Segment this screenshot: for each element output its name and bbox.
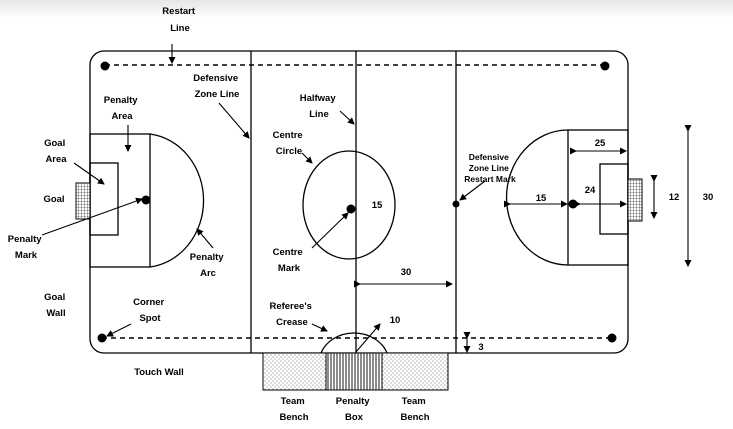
team-bench-left-label: Team Bench xyxy=(279,396,308,423)
penalty-mark-right xyxy=(568,199,578,209)
centre-circle-label: Centre Circle xyxy=(273,130,306,157)
penalty-mark-label: Penalty Mark xyxy=(8,234,44,261)
team-bench-right xyxy=(381,352,449,391)
team-bench-right-label: Team Bench xyxy=(400,396,429,423)
arrow xyxy=(311,212,349,249)
centre-radius-label: 15 xyxy=(372,200,383,211)
goal-area-right xyxy=(599,163,629,235)
crease-radius-label: 10 xyxy=(390,315,401,326)
goal-area-label: Goal Area xyxy=(44,138,68,165)
corner-spot xyxy=(100,61,110,71)
restart-mark-label: Defensive Zone Line Restart Mark xyxy=(464,152,516,184)
centre-circle xyxy=(302,150,396,260)
penalty-mark-left xyxy=(141,195,151,205)
centre-mark xyxy=(346,204,356,214)
penalty-box xyxy=(325,352,383,391)
corner-spot xyxy=(600,61,610,71)
penalty-arc-right xyxy=(505,129,569,266)
penalty-area-right xyxy=(567,129,629,266)
referees-crease-label: Referee's Crease xyxy=(269,301,314,328)
restart-line-label: Restart Line xyxy=(162,6,197,34)
arrow xyxy=(311,323,328,332)
penalty-arc-radius-label: 15 xyxy=(536,193,547,204)
penalty-area-width-label: 25 xyxy=(595,138,606,149)
team-bench-left xyxy=(262,352,327,391)
zone-distance-label: 30 xyxy=(401,267,412,278)
penalty-area-depth-label: 30 xyxy=(703,192,714,203)
restart-offset-label: 3 xyxy=(478,342,483,353)
goal-right xyxy=(627,178,643,222)
corner-spot xyxy=(607,333,617,343)
corner-spot xyxy=(97,333,107,343)
corner-spot-label: Corner Spot xyxy=(133,297,167,324)
goal-left xyxy=(75,182,91,220)
penalty-arc-left xyxy=(149,133,205,268)
arrow xyxy=(459,180,486,201)
field-boundary xyxy=(89,50,629,354)
arrow xyxy=(355,323,381,353)
halfway-line-label: Halfway Line xyxy=(300,93,339,120)
goal-area-label-dim: 24 xyxy=(585,185,596,196)
arrow xyxy=(41,197,143,236)
goal-area-left xyxy=(89,162,119,236)
arrow xyxy=(339,110,355,125)
goal-label: Goal xyxy=(43,194,64,205)
touch-wall-label: Touch Wall xyxy=(134,367,184,378)
penalty-arc-label: Penalty Arc xyxy=(190,252,226,279)
goal-width-label: 12 xyxy=(669,192,680,203)
penalty-area-label: Penalty Area xyxy=(104,95,140,122)
penalty-box-label: Penalty Box xyxy=(336,396,372,423)
arrow xyxy=(218,102,250,139)
arrow xyxy=(106,323,132,337)
arrow xyxy=(73,162,105,185)
centre-mark-label: Centre Mark xyxy=(273,247,306,274)
window-top-bar xyxy=(0,0,733,18)
restart-mark xyxy=(452,200,460,208)
referees-crease xyxy=(320,332,388,354)
penalty-area-left xyxy=(89,133,151,268)
defensive-zone-line-label: Defensive Zone Line xyxy=(193,73,241,100)
arrow xyxy=(196,228,214,249)
goal-wall-label: Goal Wall xyxy=(44,292,68,319)
arrow xyxy=(301,152,313,164)
